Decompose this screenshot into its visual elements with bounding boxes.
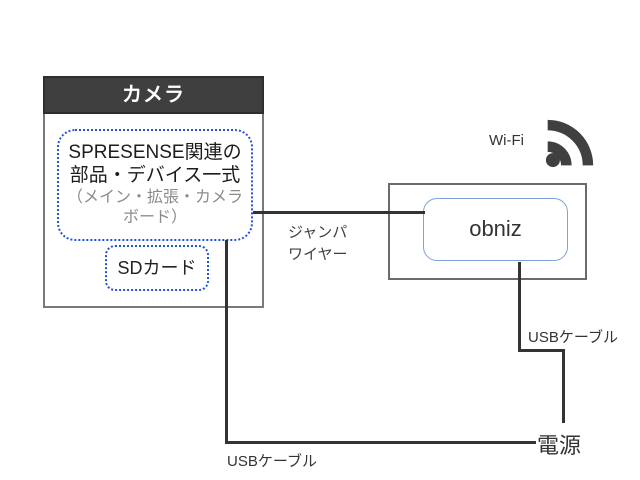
usb-cable-camera-line-vertical [225, 240, 228, 444]
spresense-parts-label: SPRESENSE関連の 部品・デバイス一式 [68, 142, 242, 187]
obniz-outer-box: obniz [388, 183, 587, 280]
usb-cable-camera-label: USBケーブル [227, 453, 317, 470]
jumper-wire-line [253, 211, 425, 214]
camera-box-title: カメラ [43, 76, 264, 114]
usb-cable-camera-line-horizontal [225, 441, 536, 444]
jumper-wire-label: ジャンパ ワイヤー [288, 224, 348, 263]
sd-card-box: SDカード [105, 245, 209, 291]
usb-cable-obniz-line-vertical-lower [562, 349, 565, 423]
wifi-label: Wi-Fi [489, 132, 524, 149]
wifi-signal-icon [545, 119, 594, 168]
camera-box: カメラ SPRESENSE関連の 部品・デバイス一式 （メイン・拡張・カメラ ボ… [43, 76, 264, 308]
power-source-label: 電源 [537, 433, 582, 458]
spresense-boards-sublabel: （メイン・拡張・カメラ ボード） [66, 189, 243, 226]
obniz-box: obniz [423, 198, 568, 261]
usb-cable-obniz-label: USBケーブル [528, 329, 618, 346]
usb-cable-obniz-line-vertical-upper [518, 262, 521, 352]
spresense-parts-box: SPRESENSE関連の 部品・デバイス一式 （メイン・拡張・カメラ ボード） [57, 129, 253, 241]
usb-cable-obniz-line-jog [518, 349, 565, 352]
